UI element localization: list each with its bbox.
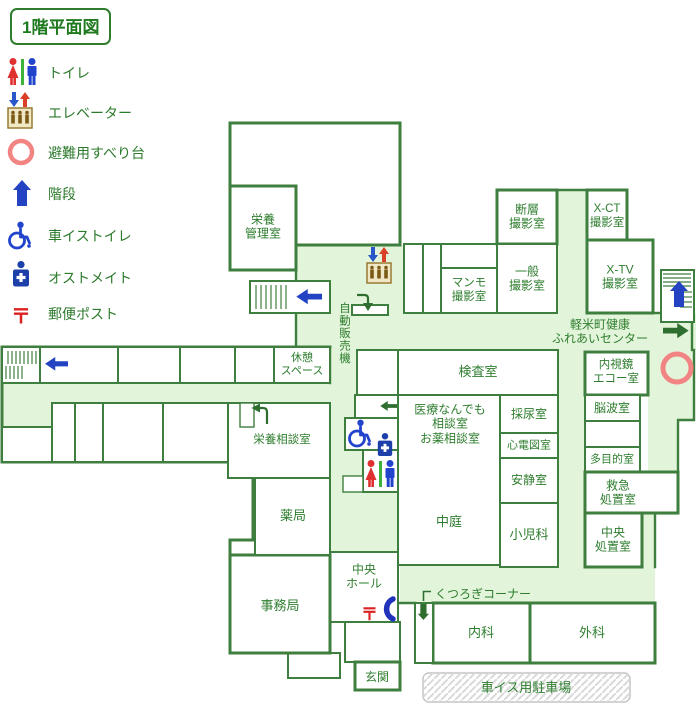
room-sainyo bbox=[499, 394, 559, 434]
room-kyukyu bbox=[583, 470, 680, 515]
stairs-icon bbox=[13, 180, 31, 206]
room-eiyo-sodan-closet bbox=[239, 402, 255, 428]
legend-label-postbox: 郵便ポスト bbox=[48, 306, 118, 322]
page-title-text: 1階平面図 bbox=[22, 18, 100, 37]
room-naishikyo bbox=[583, 350, 650, 397]
room-center-left-a bbox=[356, 349, 399, 396]
legend-label-ostomate: オストメイト bbox=[48, 270, 132, 286]
ostomate-icon bbox=[13, 261, 29, 287]
room-xtv bbox=[585, 238, 655, 315]
room-narrow-b bbox=[422, 243, 442, 314]
room-shindenzu bbox=[499, 432, 559, 459]
room-kyukei bbox=[273, 346, 331, 384]
escape-slide-icon-map bbox=[660, 351, 694, 385]
eiyo-sodan-return-arrow-icon bbox=[259, 406, 269, 424]
room-xct bbox=[585, 188, 629, 246]
room-jimukyoku bbox=[228, 553, 332, 655]
stairs-west-icon bbox=[255, 285, 287, 309]
legend-label-toilet: トイレ bbox=[48, 65, 90, 81]
phone-icon bbox=[383, 596, 396, 622]
room-chuo-shochi bbox=[583, 511, 644, 569]
postbox-icon-map: 〒 bbox=[361, 605, 378, 624]
room-tamokuteki bbox=[584, 446, 641, 473]
room-unlabeled-xray bbox=[440, 243, 498, 269]
room-noha bbox=[584, 394, 641, 422]
room-shonika bbox=[499, 502, 559, 568]
room-nakaniwa bbox=[397, 394, 501, 566]
room-unlabeled-right bbox=[584, 420, 641, 448]
legend-label-escape-slide: 避難用すべり台 bbox=[48, 145, 146, 161]
stairs-hatching bbox=[5, 273, 692, 379]
toilet-step bbox=[342, 475, 364, 493]
room-lw-bottom-4 bbox=[162, 402, 229, 463]
legend-icons bbox=[7, 58, 37, 287]
elevator-icon bbox=[7, 91, 33, 129]
room-lw-bottom-1 bbox=[51, 402, 76, 463]
room-lw-top-3 bbox=[179, 346, 236, 384]
room-entry-passage bbox=[414, 602, 434, 664]
map-icons bbox=[45, 246, 694, 622]
parking-area bbox=[422, 672, 631, 703]
room-hall-south bbox=[344, 621, 401, 663]
legend-label-stairs: 階段 bbox=[48, 186, 76, 202]
room-eiyo-kanri bbox=[228, 184, 298, 272]
room-narrow-a bbox=[403, 243, 424, 314]
rooms bbox=[1, 121, 695, 692]
room-kensa bbox=[397, 349, 559, 396]
room-naika bbox=[431, 601, 532, 665]
room-danso bbox=[495, 188, 559, 246]
label-vending: 自動販売機 bbox=[338, 302, 350, 365]
vending-route-arrowhead bbox=[363, 303, 373, 311]
room-lw-bottom-0 bbox=[1, 426, 53, 463]
escape-slide-icon bbox=[7, 138, 35, 166]
eiyo-sodan-return-arrowhead bbox=[251, 403, 260, 413]
room-lw-top-4 bbox=[234, 346, 275, 384]
room-jimukyoku-annex bbox=[287, 652, 341, 679]
room-mammo bbox=[440, 267, 498, 314]
toilet-icon bbox=[8, 58, 37, 85]
vending-route-arrow-icon bbox=[357, 293, 370, 303]
room-ippan bbox=[496, 243, 558, 314]
room-geka bbox=[528, 601, 657, 665]
legend-label-elevator: エレベーター bbox=[48, 105, 132, 121]
wheelchair-toilet-icon bbox=[8, 220, 33, 250]
stairs-leftwing-icon bbox=[5, 351, 37, 379]
room-ansei bbox=[499, 457, 559, 504]
page-title: 1階平面図 bbox=[10, 8, 112, 45]
postbox-icon: 〒 bbox=[11, 306, 31, 328]
room-yakkyoku bbox=[254, 477, 331, 556]
room-lw-bottom-2 bbox=[74, 402, 104, 463]
room-lw-bottom-3 bbox=[102, 402, 164, 463]
room-genkan bbox=[353, 660, 402, 692]
legend-label-wheelchair-toilet: 車イストイレ bbox=[48, 228, 132, 244]
relax-corner-tick bbox=[422, 590, 431, 601]
room-lw-top-2 bbox=[117, 346, 181, 384]
